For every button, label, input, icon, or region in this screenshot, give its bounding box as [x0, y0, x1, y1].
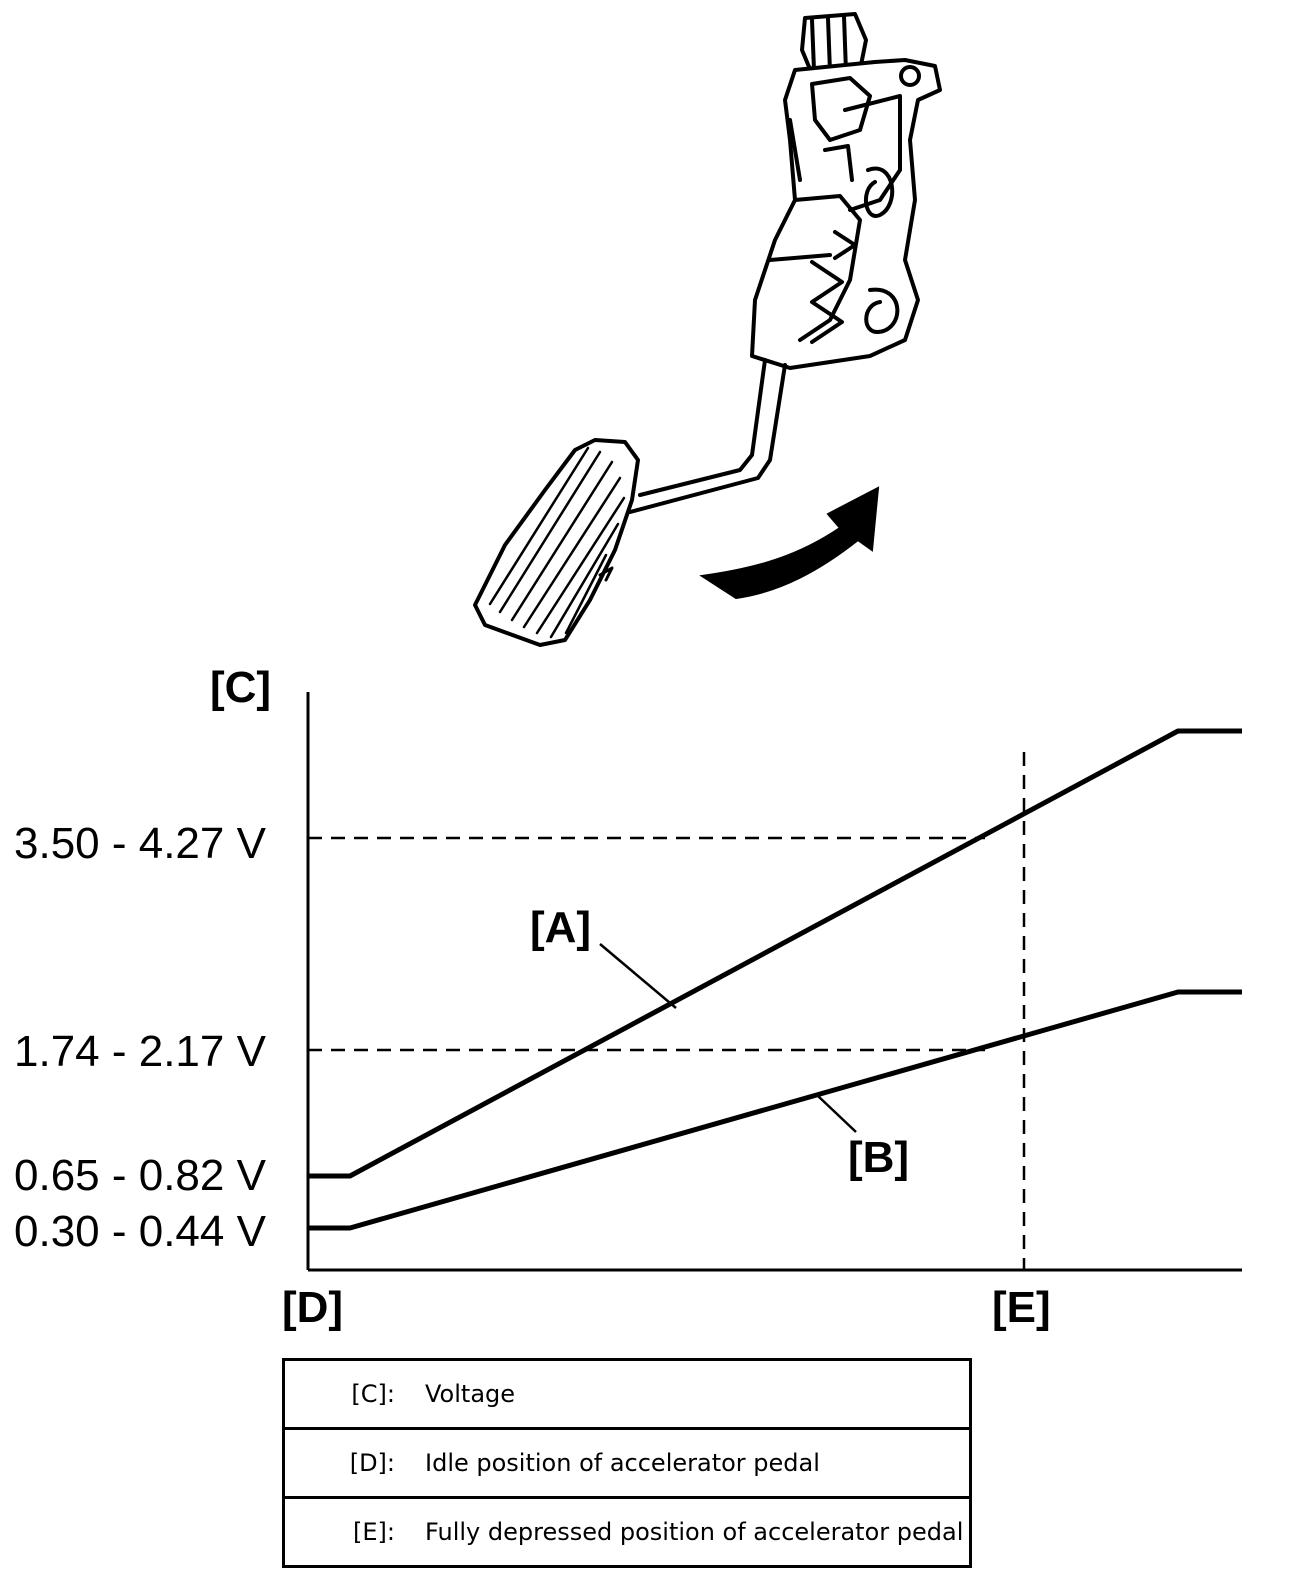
voltage-label-3: 0.65 - 0.82 V — [14, 1151, 267, 1200]
legend-text: Fully depressed position of accelerator … — [425, 1518, 964, 1546]
voltage-label-4: 0.30 - 0.44 V — [14, 1207, 267, 1256]
legend-row: [D]: Idle position of accelerator pedal — [285, 1427, 969, 1496]
pedal-depress-arrow-icon — [699, 486, 880, 600]
axis-y-label: [C] — [210, 663, 271, 712]
legend-table: [C]: Voltage [D]: Idle position of accel… — [282, 1358, 972, 1568]
line-b — [308, 989, 1242, 1231]
legend-key: [E]: — [353, 1518, 395, 1546]
line-b-label: [B] — [848, 1133, 909, 1182]
line-b-leader — [817, 1095, 857, 1133]
legend-row: [C]: Voltage — [285, 1361, 969, 1427]
voltage-label-2: 1.74 - 2.17 V — [14, 1027, 267, 1076]
legend-key: [D]: — [349, 1449, 395, 1477]
axis-x-end-label: [E] — [992, 1283, 1051, 1332]
axis-x-start-label: [D] — [282, 1283, 343, 1332]
line-a — [308, 728, 1242, 1179]
line-a-leader — [599, 943, 677, 1009]
graph: [C] [A] [B] [D] [E] 3.50 - 4.27 V 1.74 -… — [14, 663, 1242, 1332]
accelerator-pedal-assembly-icon — [473, 12, 942, 647]
voltage-label-1: 3.50 - 4.27 V — [14, 819, 267, 868]
legend-key: [C]: — [351, 1380, 395, 1408]
legend-row: [E]: Fully depressed position of acceler… — [285, 1496, 969, 1565]
line-a-label: [A] — [530, 903, 591, 952]
legend-text: Idle position of accelerator pedal — [425, 1449, 820, 1477]
legend-text: Voltage — [425, 1380, 516, 1408]
